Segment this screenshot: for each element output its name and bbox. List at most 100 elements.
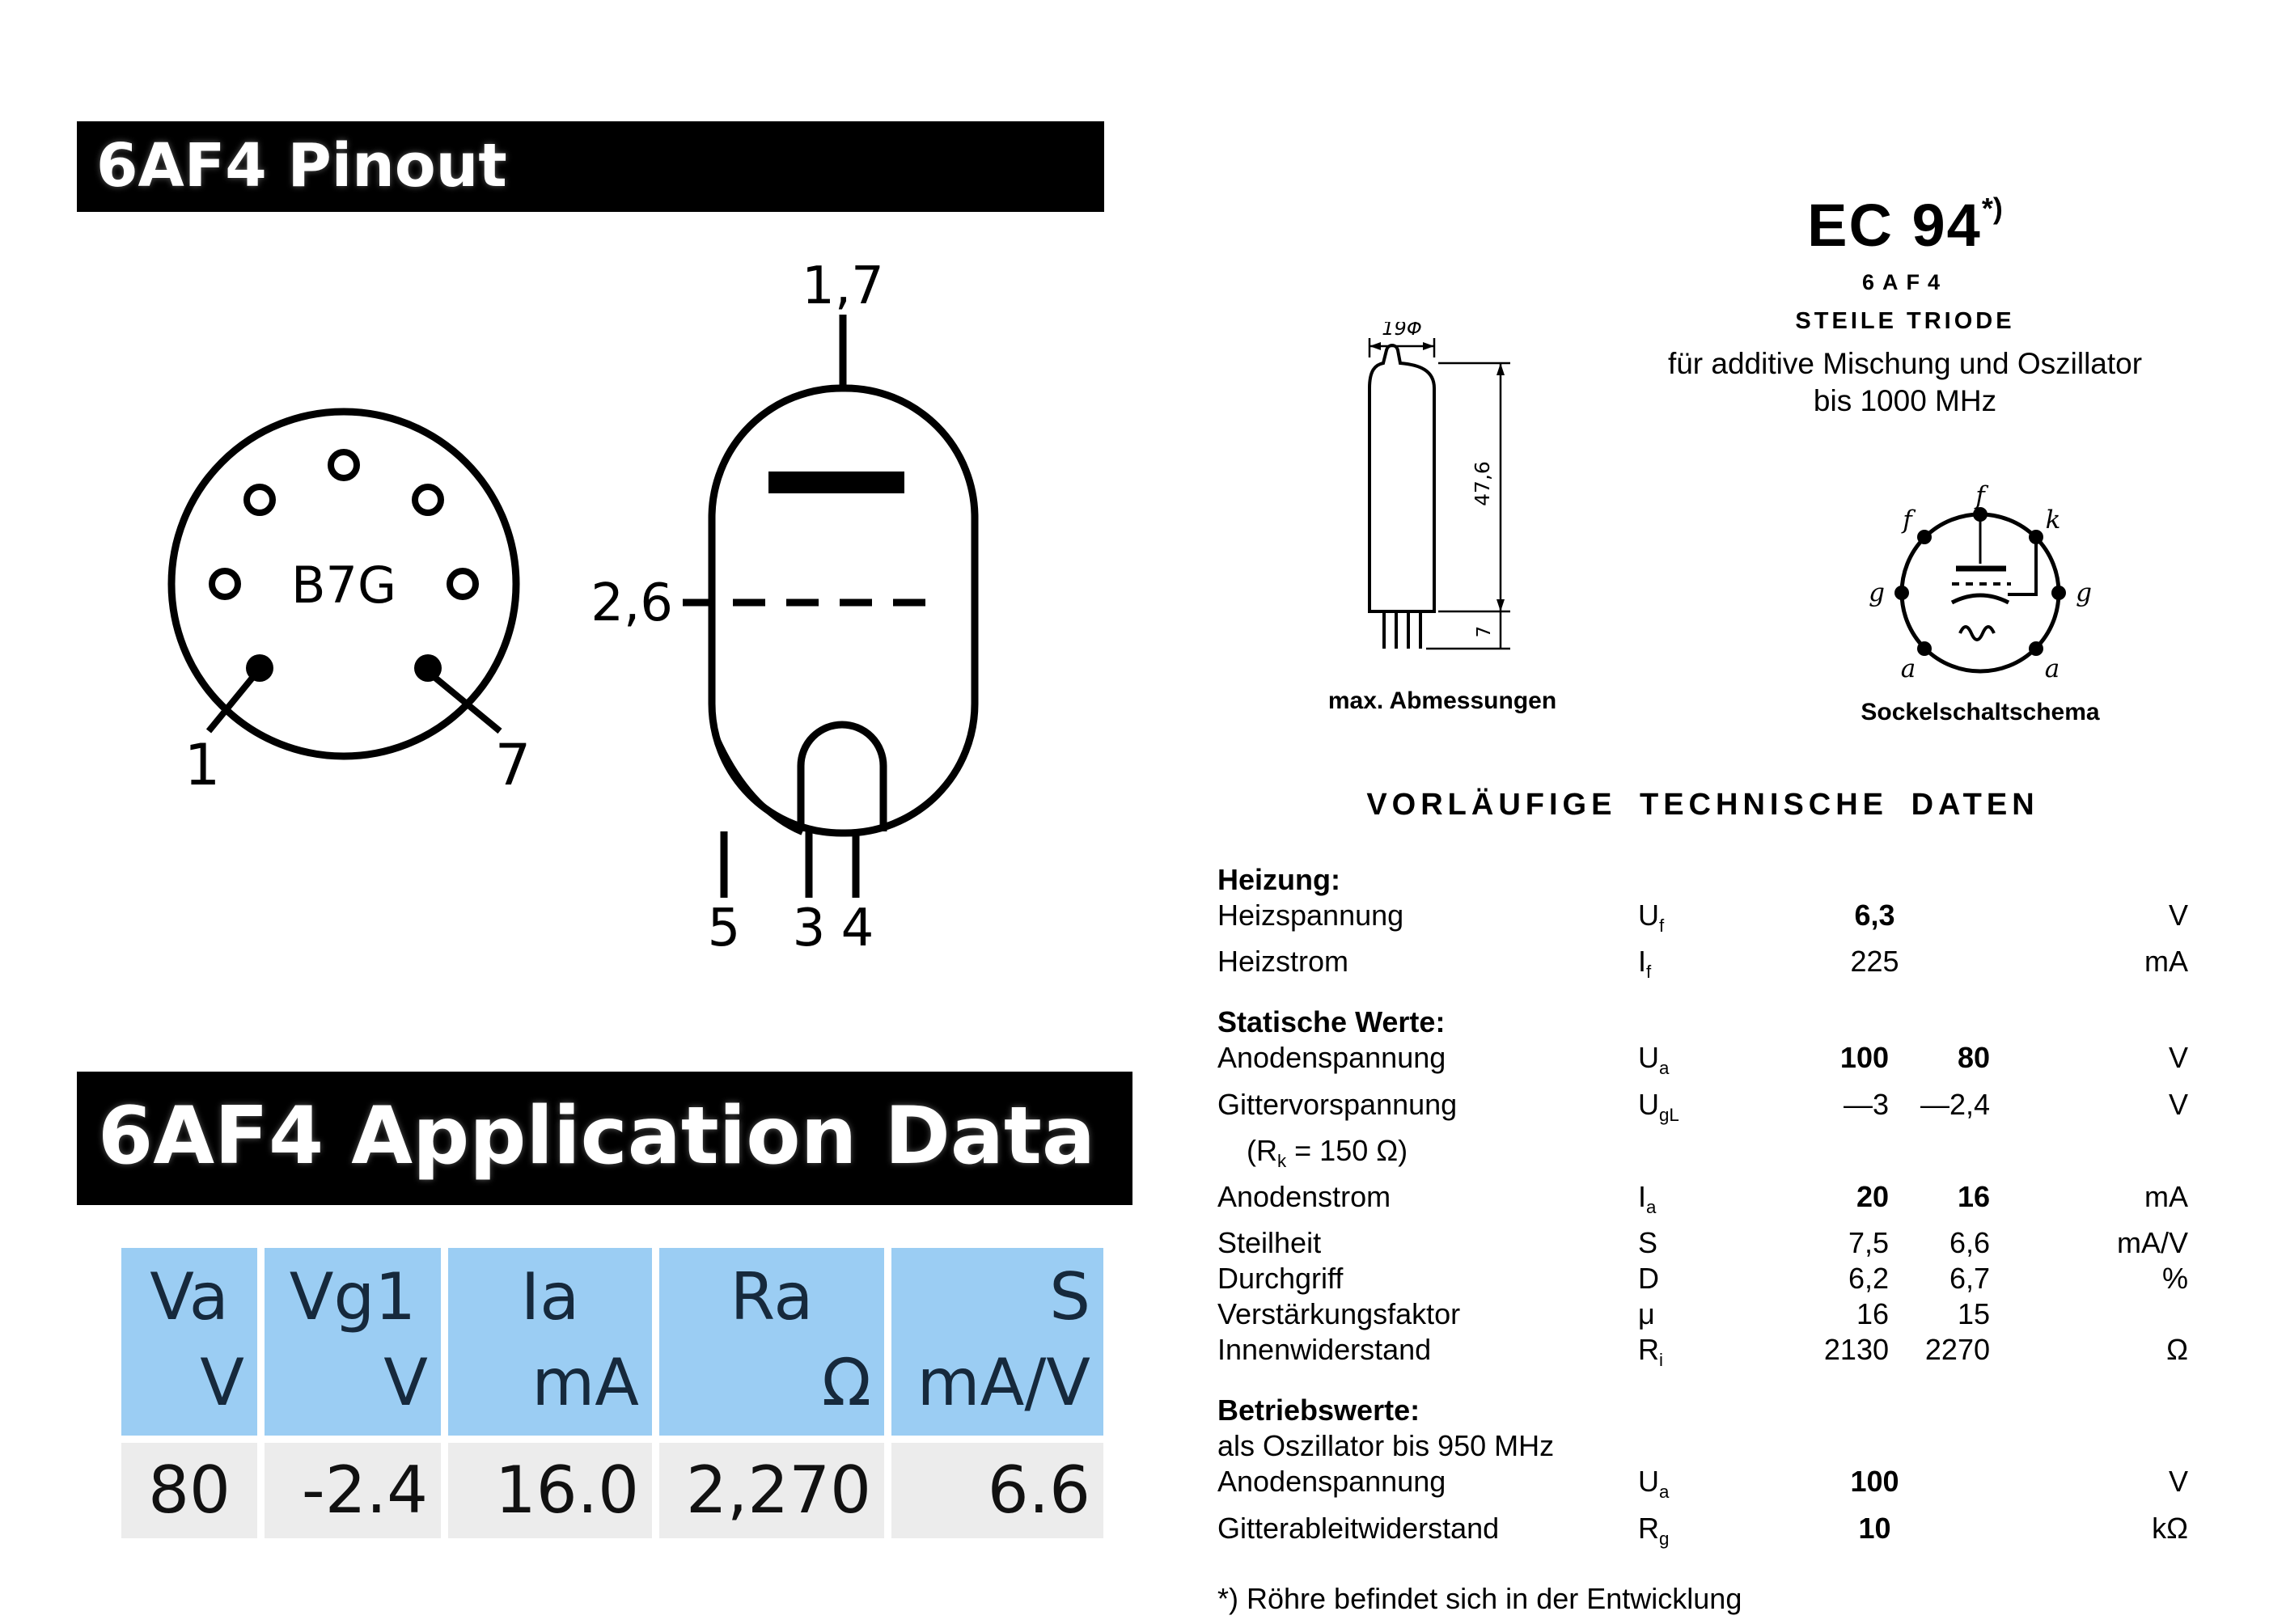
- pin-length-label: 7: [1474, 626, 1495, 638]
- spec-unit: kΩ: [2152, 1511, 2188, 1545]
- spec-value-1: 100: [1839, 1041, 1889, 1075]
- anode-plate-bar: [768, 472, 904, 493]
- app-column-name: Va: [150, 1259, 229, 1334]
- spec-symbol: μ: [1638, 1297, 1655, 1331]
- pin-6-hole: [447, 568, 479, 600]
- spec-param-label: Gittervorspannung: [1217, 1087, 1458, 1121]
- spec-value: 225: [1850, 945, 1899, 979]
- app-column-unit: mA/V: [917, 1345, 1090, 1420]
- spec-symbol: Ua: [1638, 1465, 1670, 1503]
- spec-param-label: Gitterableitwiderstand: [1217, 1511, 1500, 1545]
- spec-unit: %: [2161, 1262, 2188, 1296]
- spec-value-2: 16: [1957, 1179, 1990, 1213]
- spec-value-1: 16: [1856, 1297, 1889, 1331]
- development-footnote: *) Röhre befindet sich in der Entwicklun…: [1217, 1581, 1742, 1615]
- spec-param-label: Steilheit: [1217, 1226, 1322, 1260]
- pin-2-hole: [209, 568, 241, 600]
- spec-symbol: Ia: [1638, 1179, 1657, 1218]
- base-pin1-label: 1: [184, 732, 221, 798]
- app-value-cell: 16.0: [448, 1443, 652, 1538]
- stem-curve: [713, 737, 804, 835]
- spec-unit: mA: [2144, 1179, 2188, 1213]
- app-value-cell: 80: [121, 1443, 257, 1538]
- spec-value-2: 6,6: [1949, 1226, 1990, 1260]
- spec-value-2: —2,4: [1920, 1087, 1990, 1121]
- spec-unit: mA/V: [2116, 1226, 2188, 1260]
- tube-envelope-diagram: 1,7 2,6 5 3 4: [591, 256, 979, 958]
- spec-value: 10: [1858, 1511, 1891, 1545]
- spec-section-heading: Heizung:: [1217, 863, 1340, 896]
- socket-schematic: f f k g g a a: [1869, 481, 2092, 683]
- spec-value-2: 15: [1957, 1297, 1990, 1331]
- app-column-name: Ra: [730, 1259, 814, 1334]
- tube-pin17-label: 1,7: [802, 256, 884, 316]
- spec-unit: V: [2168, 899, 2188, 932]
- pin-5-hole: [412, 484, 444, 516]
- socket-pin-right: [2051, 586, 2066, 600]
- app-value-cell: -2.4: [265, 1443, 441, 1538]
- app-value-cell: 2,270: [659, 1443, 884, 1538]
- spec-value-2: 6,7: [1949, 1262, 1990, 1296]
- app-column-header: Ia mA: [448, 1248, 652, 1436]
- spec-value-1: 20: [1856, 1179, 1889, 1213]
- app-column-name: Ia: [520, 1259, 580, 1334]
- spec-unit: V: [2168, 1087, 2188, 1121]
- pin-4-hole: [328, 449, 360, 481]
- pin-3-hole: [243, 484, 276, 516]
- app-value-cell: 6.6: [891, 1443, 1103, 1538]
- socket-pin-bottom-left: [1917, 641, 1932, 656]
- diameter-label: 19Φ: [1382, 322, 1421, 340]
- tube-type-description: STEILE TRIODE: [1795, 308, 2015, 334]
- app-column-unit: V: [200, 1345, 244, 1420]
- socket-label-f-top: f: [1974, 481, 1989, 510]
- app-column-unit: mA: [531, 1345, 639, 1420]
- datasheet-title-block: EC 94*) 6AF4 STEILE TRIODE für additive …: [1630, 194, 2180, 419]
- cathode-loop: [797, 721, 887, 831]
- base-type-label: B7G: [291, 556, 396, 615]
- socket-label-a-left: a: [1901, 654, 1916, 683]
- spec-param-label: Anodenspannung: [1217, 1041, 1446, 1075]
- base-outline: [167, 408, 520, 760]
- b7g-base-diagram: B7G 1 7: [167, 408, 531, 798]
- base-pin7-label: 7: [495, 732, 531, 798]
- spec-unit: Ω: [2166, 1333, 2188, 1367]
- tube-type-number: 6AF4: [1861, 270, 1949, 294]
- app-column-name: S: [1049, 1259, 1090, 1334]
- spec-value-1: 2130: [1823, 1333, 1889, 1367]
- application-section-header: 6AF4 Application Data: [77, 1072, 1132, 1205]
- app-column-name: Vg1: [289, 1259, 417, 1334]
- spec-param-label: Innenwiderstand: [1217, 1333, 1432, 1367]
- socket-pin-bottom-right: [2029, 641, 2043, 656]
- technical-data-heading: VORLÄUFIGE TECHNISCHE DATEN: [1366, 788, 2039, 822]
- spec-value: 100: [1850, 1465, 1899, 1499]
- socket-label-a-right: a: [2045, 654, 2060, 683]
- height-arrow-top: [1496, 363, 1505, 375]
- tube-title: EC 94*): [1630, 194, 2180, 256]
- lead-5-label: 5: [708, 899, 741, 958]
- spec-section-heading: Betriebswerte:: [1217, 1394, 1420, 1427]
- pin-7-leader-line: [433, 675, 502, 734]
- socket-label-k: k: [2046, 505, 2061, 535]
- tube-usage-line2: bis 1000 MHz: [1813, 384, 1997, 417]
- socket-label-g-right: g: [2076, 578, 2092, 607]
- app-column-unit: V: [383, 1345, 428, 1420]
- pinout-section-header: 6AF4 Pinout: [77, 121, 1104, 212]
- tube-usage-line1: für additive Mischung und Oszillator: [1667, 347, 2143, 380]
- spec-unit: V: [2168, 1465, 2188, 1499]
- height-arrow-bottom: [1496, 599, 1505, 611]
- pin-1-leader-line: [205, 675, 256, 734]
- spec-value-1: 7,5: [1848, 1226, 1889, 1260]
- spec-param-label: Heizspannung: [1217, 899, 1404, 932]
- app-column-unit: Ω: [821, 1345, 871, 1420]
- spec-param-label: Anodenspannung: [1217, 1465, 1446, 1499]
